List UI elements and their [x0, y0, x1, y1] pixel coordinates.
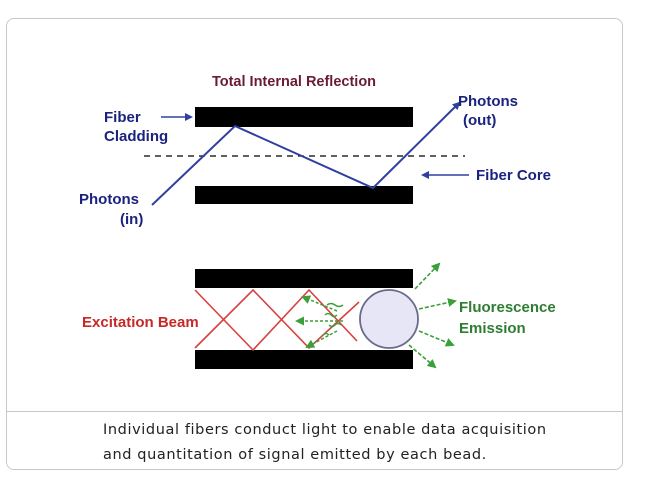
fluorescence-emission-label-line2: Emission [459, 320, 526, 337]
figure-card: Total Internal Reflection Fiber Cladding… [6, 18, 623, 470]
fiber-cladding-label-line1: Fiber [104, 109, 141, 126]
upper-fiber-cladding-bottom [195, 186, 413, 204]
bead [359, 289, 419, 349]
photons-in-label-line2: (in) [120, 211, 143, 228]
excitation-beam-label: Excitation Beam [82, 314, 199, 331]
diagram-title: Total Internal Reflection [212, 74, 376, 90]
fiber-optics-diagram: Total Internal Reflection Fiber Cladding… [79, 74, 556, 369]
lower-fiber-cladding-top [195, 269, 413, 288]
photon-ray-path [151, 101, 461, 206]
photons-out-label-line2: (out) [463, 112, 496, 129]
caption-line-1: Individual fibers conduct light to enabl… [103, 422, 547, 438]
fiber-core-label: Fiber Core [476, 167, 551, 184]
figure-caption: Individual fibers conduct light to enabl… [7, 411, 622, 469]
photons-in-label-line1: Photons [79, 191, 139, 208]
inner-emission-arrows [295, 295, 344, 348]
upper-fiber-cladding-top [195, 107, 413, 127]
outer-emission-arrows [408, 262, 457, 369]
fluorescence-emission-label-line1: Fluorescence [459, 299, 556, 316]
excitation-beam-rays [194, 288, 360, 352]
caption-line-2: and quantitation of signal emitted by ea… [103, 447, 487, 463]
photons-out-label-line1: Photons [458, 93, 518, 110]
fiber-cladding-label-line2: Cladding [104, 128, 168, 145]
lower-fiber-cladding-bottom [195, 350, 413, 369]
